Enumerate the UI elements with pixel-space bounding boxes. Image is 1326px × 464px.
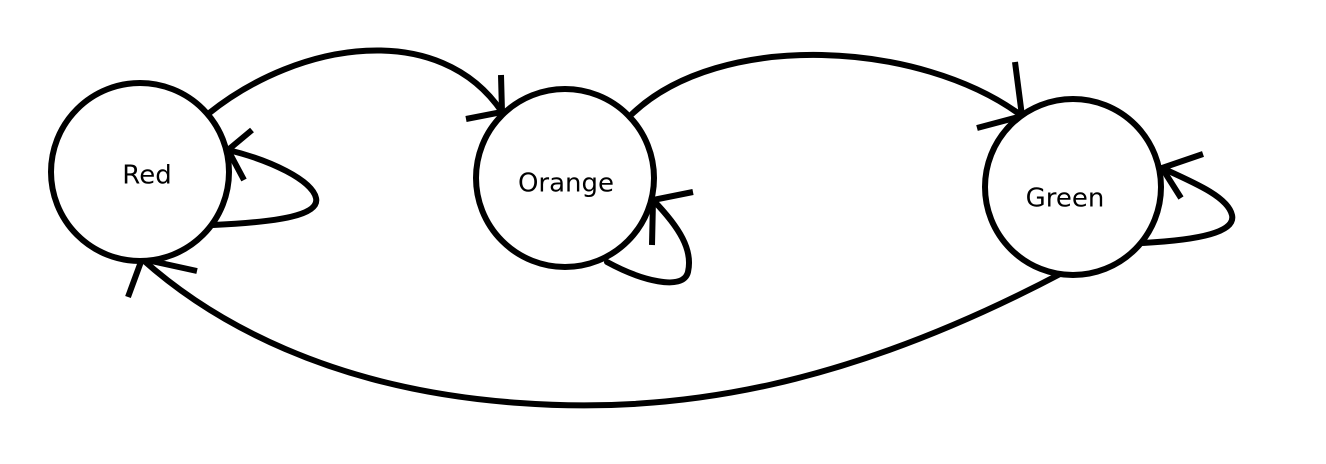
edge-green-to-red-line [139,256,1065,409]
state-node-green-label: Green [1026,184,1105,214]
self-loop-green-line [1139,165,1236,246]
state-node-orange: Orange [473,86,657,270]
state-node-orange-label: Orange [518,169,614,199]
state-node-red-label: Red [122,161,171,191]
state-node-orange-circle [473,86,657,270]
self-loop-red-line [210,147,320,228]
self-loop-green-arrowhead [1157,151,1204,200]
state-node-red-circle [48,80,232,264]
edge-red-to-orange [205,47,506,122]
state-node-green-circle [982,96,1164,278]
state-node-green: Green [982,96,1164,278]
edge-orange-to-green [629,52,1026,131]
self-loop-green [1139,151,1236,246]
edge-green-to-red [125,255,1065,409]
self-loop-orange-line [604,197,692,286]
edge-orange-to-green-line [629,52,1025,119]
state-node-red: Red [48,80,232,264]
edge-red-to-orange-line [205,47,505,117]
